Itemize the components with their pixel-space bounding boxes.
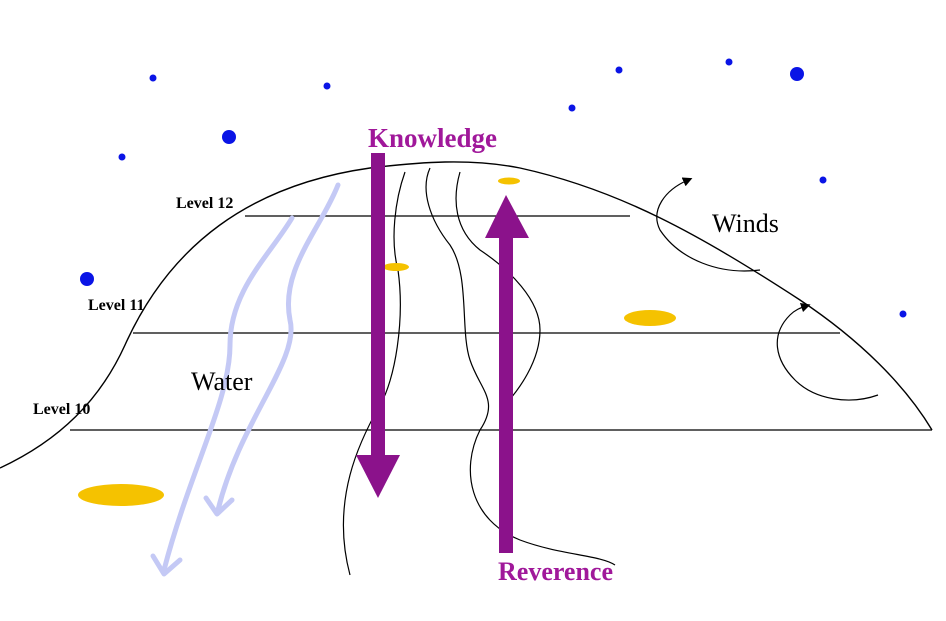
star: [323, 82, 331, 90]
star: [819, 176, 827, 184]
gold-deposit: [624, 310, 676, 326]
wind-arrow: [776, 302, 879, 401]
level-10-label: Level 10: [33, 401, 90, 418]
gold-deposits: [78, 177, 676, 506]
wind-currents: [656, 177, 879, 401]
reverence-arrow: [485, 195, 529, 553]
knowledge-label: Knowledge: [368, 123, 497, 153]
star: [790, 67, 804, 81]
trail: [342, 171, 406, 576]
trail: [455, 171, 541, 411]
star: [899, 310, 907, 318]
star: [568, 104, 576, 112]
water-flow-arrow: [215, 182, 341, 513]
star: [118, 153, 126, 161]
water-flows: [150, 182, 341, 577]
water-flow-arrowhead: [203, 495, 235, 517]
star: [725, 58, 733, 66]
water-flow-arrowhead: [150, 553, 183, 577]
trails: [342, 167, 616, 576]
mountain-outline: [0, 161, 933, 469]
star: [80, 272, 94, 286]
reverence-label: Reverence: [498, 557, 613, 586]
wind-arrow: [656, 177, 761, 272]
knowledge-arrow: [356, 153, 400, 498]
star: [149, 74, 157, 82]
water-flow-arrow: [161, 215, 295, 573]
level-11-label: Level 11: [88, 297, 144, 314]
gold-deposit: [383, 263, 409, 271]
level-12-label: Level 12: [176, 195, 233, 212]
trail: [425, 167, 616, 566]
star: [615, 66, 623, 74]
winds-label: Winds: [712, 209, 779, 238]
water-label: Water: [191, 367, 253, 396]
gold-deposit: [498, 177, 520, 185]
stars: [80, 58, 907, 318]
star: [222, 130, 236, 144]
gold-deposit: [78, 484, 164, 506]
